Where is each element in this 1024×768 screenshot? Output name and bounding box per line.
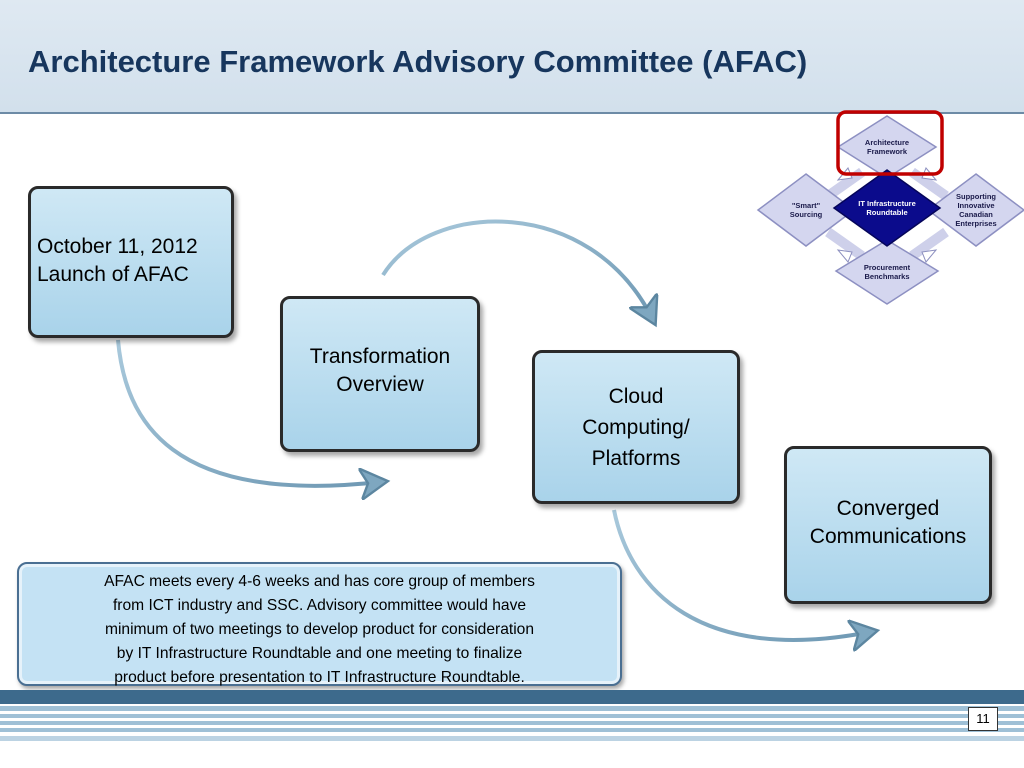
footer-stripe <box>0 714 1024 718</box>
cloud-line2: Computing/ <box>582 416 690 439</box>
footer-stripe <box>0 728 1024 732</box>
mini-top-line1: Architecture <box>865 138 909 147</box>
converged-line2: Communications <box>809 525 967 548</box>
mini-center-line2: Roundtable <box>866 208 907 217</box>
arrow-cloud-to-converged <box>612 509 870 640</box>
note-line: product before presentation to IT Infras… <box>114 669 525 686</box>
page-number: 11 <box>968 707 998 731</box>
arrow-transformation-to-cloud <box>381 219 652 318</box>
footer-stripe <box>0 721 1024 725</box>
transformation-line2: Overview <box>336 373 424 396</box>
transformation-box: Transformation Overview <box>280 296 480 452</box>
mini-right-line3: Canadian <box>959 210 993 219</box>
launch-date: October 11, 2012 <box>37 235 198 258</box>
footer-stripe <box>0 690 1024 704</box>
footer-stripe <box>0 706 1024 711</box>
diamond-procurement-benchmarks <box>834 239 940 305</box>
mini-left-line2: Sourcing <box>790 210 823 219</box>
note-line: AFAC meets every 4-6 weeks and has core … <box>104 573 535 590</box>
mini-right-line2: Innovative <box>957 201 994 210</box>
highlight-frame <box>836 110 944 176</box>
note-line: from ICT industry and SSC. Advisory comm… <box>112 597 527 614</box>
converged-line1: Converged <box>836 497 940 520</box>
transformation-line1: Transformation <box>309 345 451 368</box>
cloud-line1: Cloud <box>608 385 664 408</box>
title-bar: Architecture Framework Advisory Committe… <box>0 0 1024 114</box>
mini-top-line2: Framework <box>867 147 908 156</box>
converged-box: Converged Communications <box>784 446 992 604</box>
cloud-line3: Platforms <box>591 447 681 470</box>
slide-title: Architecture Framework Advisory Committe… <box>28 44 808 79</box>
cloud-box: Cloud Computing/ Platforms <box>532 350 740 504</box>
note-line: minimum of two meetings to develop produ… <box>104 621 535 638</box>
diamond-smart-sourcing <box>756 173 856 247</box>
mini-center-line1: IT Infrastructure <box>858 199 916 208</box>
launch-box: October 11, 2012 Launch of AFAC <box>28 186 234 338</box>
mini-bottom-line2: Benchmarks <box>864 272 909 281</box>
diamond-supporting-enterprises <box>926 173 1024 247</box>
mini-bottom-line1: Procurement <box>864 263 911 272</box>
afac-note: AFAC meets every 4-6 weeks and has core … <box>17 562 622 686</box>
arrow-launch-to-transformation <box>116 339 380 486</box>
mini-right-line1: Supporting <box>956 192 996 201</box>
mini-right-line4: Enterprises <box>955 219 996 228</box>
footer-stripe <box>0 736 1024 741</box>
mini-left-line1: "Smart" <box>792 201 821 210</box>
launch-label: Launch of AFAC <box>37 263 189 286</box>
diamond-it-infrastructure-roundtable <box>832 169 942 247</box>
note-line: by IT Infrastructure Roundtable and one … <box>116 645 523 662</box>
